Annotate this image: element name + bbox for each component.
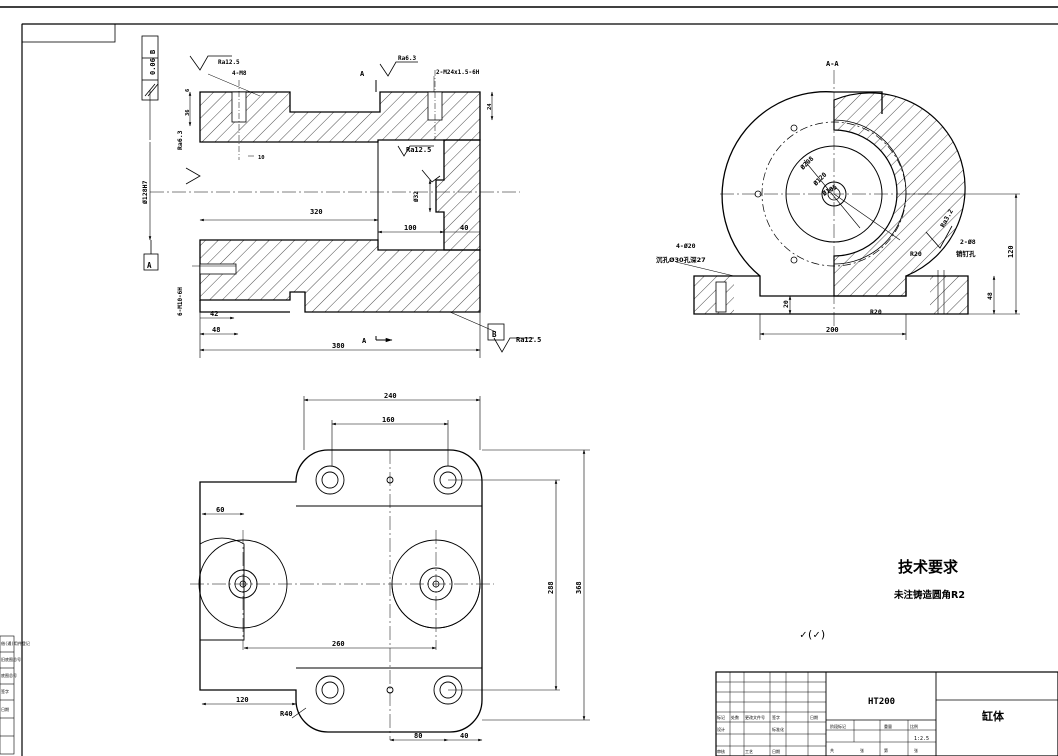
tb-h3-7: 工艺	[745, 749, 753, 754]
title-block	[715, 671, 1058, 756]
rough-tl: Ra12.5	[218, 59, 240, 66]
dim-10: 10	[258, 155, 265, 161]
top-outline	[199, 449, 483, 733]
rough-top: Ra6.3	[398, 55, 416, 62]
front-cavity	[377, 142, 444, 251]
dim-phi32: Ø32	[413, 191, 420, 203]
tb-h3-1: 标准化	[772, 726, 784, 732]
aa-r20-right: R20	[910, 250, 922, 258]
front-lower-wall	[199, 239, 481, 313]
aa-r20-bottom: R20	[870, 308, 882, 316]
tolerance-value: 0.06	[149, 58, 157, 75]
dim-6: 6	[185, 88, 191, 92]
dim-42: 42	[210, 310, 218, 318]
top-dim-240: 240	[384, 392, 397, 400]
dim-48: 48	[212, 326, 220, 334]
tb-h4: 日期	[810, 714, 818, 720]
top-dim-80: 80	[414, 732, 422, 740]
bore-dimension: Ø128H7	[141, 180, 149, 205]
dim-380: 380	[332, 342, 345, 350]
aa-holes-label: 4-Ø20	[676, 242, 696, 250]
tolerance-datum: B	[149, 50, 157, 54]
margin-label-1: 借(通)用件登记	[1, 640, 30, 646]
aa-pin-holes: 2-Ø8	[960, 238, 976, 246]
top-dim-40: 40	[460, 732, 468, 740]
tb-h3-8: 日期	[772, 748, 780, 754]
top-r40: R40	[280, 710, 293, 718]
top-dim-288: 288	[547, 581, 555, 594]
rough-thread-tl: 4-M8	[232, 70, 247, 77]
rough-bottom: Ra12.5	[516, 336, 541, 344]
aa-title: A-A	[826, 60, 839, 68]
dim-24: 24	[487, 103, 493, 110]
tb-h3-4: 第	[884, 747, 888, 753]
margin-label-4: 签字	[1, 688, 9, 694]
front-right-wall	[435, 139, 481, 251]
aa-pin-note: 销钉孔	[956, 249, 976, 258]
tb-h3: 签字	[772, 714, 780, 720]
roughness-symbol-note: ✓(✓)	[800, 628, 827, 641]
front-section-view	[141, 35, 534, 358]
tb-h1: 处数	[731, 714, 739, 720]
thread-bottom: 6-M10-6H	[177, 287, 184, 316]
sheet-frame	[0, 6, 1058, 756]
tb-h0: 标记	[717, 714, 725, 720]
margin-label-3: 底图总号	[1, 672, 17, 678]
tb-h2-1: 重量	[884, 723, 892, 729]
margin-label-5: 日期	[1, 706, 9, 712]
tb-h3-3: 张	[860, 747, 864, 753]
top-dim-60: 60	[216, 506, 224, 514]
section-mark-top: A	[360, 70, 365, 78]
title-material: HT200	[868, 697, 895, 707]
top-dim-160: 160	[382, 416, 395, 424]
tb-h3-2: 共	[830, 747, 834, 753]
tb-h3-6: 审核	[717, 748, 725, 754]
aa-dim-48: 48	[986, 292, 994, 300]
tech-requirements-line1: 未注铸造圆角R2	[893, 589, 965, 601]
aa-dim-20: 20	[782, 300, 790, 308]
tech-requirements-title: 技术要求	[898, 558, 959, 576]
rough-cavity: Ra12.5	[406, 146, 431, 154]
tb-h3-5: 张	[914, 747, 918, 753]
tb-h2: 更改文件号	[745, 714, 765, 720]
section-mark-bottom: A	[362, 337, 367, 345]
top-dim-120: 120	[236, 696, 249, 704]
aa-base	[693, 275, 969, 315]
dim-320: 320	[310, 208, 323, 216]
tb-h2-0: 阶段标记	[830, 723, 846, 729]
thread-callout: 2-M24x1.5-6H	[436, 69, 480, 76]
tb-h2-2: 比例	[910, 723, 918, 729]
top-dim-368: 368	[575, 581, 583, 594]
title-scale: 1:2.5	[914, 736, 929, 742]
tb-h3-0: 设计	[717, 726, 725, 732]
aa-d208: Ø208	[798, 155, 815, 172]
dim-36: 36	[185, 109, 191, 116]
datum-a-label: A	[147, 261, 152, 270]
top-view	[190, 396, 590, 742]
rough-left: Ra6.3	[176, 130, 184, 150]
section-aa-view	[675, 70, 1020, 340]
aa-d105: Ø105	[820, 183, 838, 198]
top-dim-260: 260	[332, 640, 345, 648]
aa-right-ring	[833, 92, 966, 297]
left-margin-table	[0, 635, 15, 755]
dim-100: 100	[404, 224, 417, 232]
margin-label-2: 旧底图总号	[1, 656, 21, 662]
aa-dim-120: 120	[1007, 245, 1015, 258]
dim-40: 40	[460, 224, 468, 232]
aa-dim-200: 200	[826, 326, 839, 334]
datum-b-label: B	[492, 330, 497, 339]
title-part-name: 缸体	[981, 709, 1005, 723]
aa-holes-note: 沉孔Ø30孔深27	[656, 255, 706, 264]
